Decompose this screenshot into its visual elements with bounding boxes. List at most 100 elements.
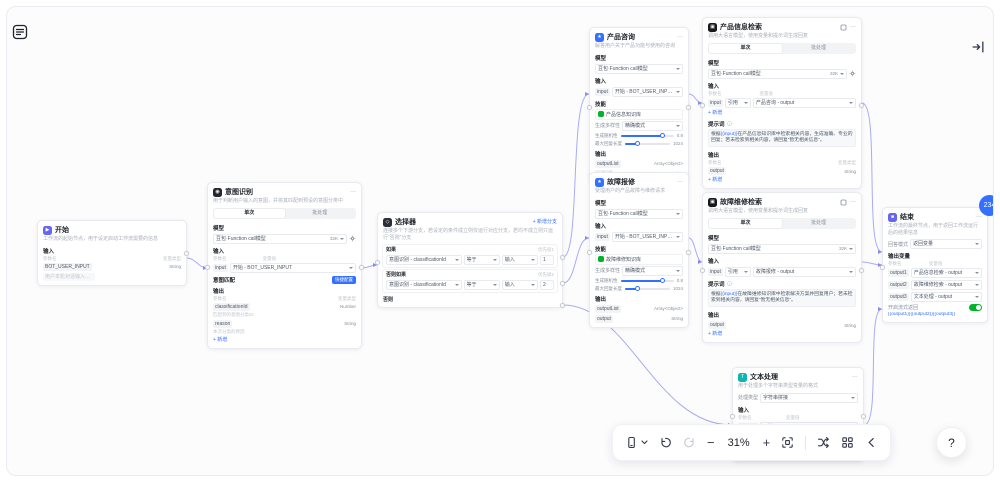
- condition-value-input[interactable]: 1: [540, 255, 554, 265]
- answer-mode-select[interactable]: 返回变量: [910, 239, 982, 249]
- output-port[interactable]: [859, 103, 864, 109]
- node-llm-repair[interactable]: ★ 故障报修 ··· 受理用户的产品故障与维修请求 模型 豆包·Function…: [587, 172, 691, 328]
- model-select[interactable]: 豆包·Function call模型 32K: [708, 243, 856, 254]
- knowledge-skill-item[interactable]: 故障维修知识库: [595, 253, 683, 265]
- model-select[interactable]: 豆包·Function call模型: [595, 208, 683, 219]
- expand-icon[interactable]: [840, 24, 847, 31]
- node-retrieve-repair[interactable]: ▣ 故障维修检索 ··· 调用大语言模型，使用变量和提示词生成回复 单次 批处理…: [700, 192, 864, 344]
- node-end[interactable]: ■ 结束 ··· 工作流的最终节点，用于返回工作流运行后的结果信息 回答模式 返…: [880, 207, 988, 323]
- max-length-slider[interactable]: [625, 286, 670, 291]
- value-select[interactable]: 开始 - BOT_USER_INPUT: [229, 262, 356, 273]
- tab-batch[interactable]: 批处理: [810, 44, 826, 51]
- zoom-in-button[interactable]: +: [763, 436, 771, 449]
- output-port[interactable]: [184, 251, 189, 257]
- input-port[interactable]: [587, 104, 592, 110]
- input-port[interactable]: [700, 103, 705, 109]
- input-port[interactable]: [587, 249, 592, 255]
- more-icon[interactable]: ···: [677, 179, 683, 185]
- value-select[interactable]: 文本处理 - output: [910, 292, 982, 302]
- diversity-select[interactable]: 精确模式: [622, 265, 683, 276]
- ref-mode-select[interactable]: 引用: [724, 97, 751, 108]
- node-selector[interactable]: ◇ 选择器 + 新增分支 连接多个下游分支，若设定的条件成立则仅运行对应分支，若…: [375, 212, 565, 308]
- prompt-box[interactable]: 根据{{input}}在故障维修知识库中检索解决方案并回复用户；若未检索到相关内…: [708, 288, 856, 308]
- add-branch-link[interactable]: + 新增分支: [532, 219, 557, 225]
- expand-icon[interactable]: [840, 199, 847, 206]
- input-port[interactable]: [375, 260, 380, 265]
- value-select[interactable]: 故障维修检索 - output: [910, 280, 982, 290]
- node-intent[interactable]: ◉ 意图识别 ··· 用于判断用户输入的意图，并将其匹配到预设的意图分类中 单次…: [205, 182, 364, 349]
- output-port[interactable]: [686, 249, 691, 255]
- input-port[interactable]: [700, 267, 705, 273]
- stream-toggle[interactable]: [969, 304, 982, 311]
- undo-button[interactable]: [659, 436, 672, 449]
- notification-badge[interactable]: 234: [979, 195, 993, 216]
- condition-variable-select[interactable]: 意图识别 - classificationId: [386, 280, 462, 290]
- condition-operator-select[interactable]: 等于: [463, 280, 500, 290]
- value-select[interactable]: 产品咨询 - output: [752, 97, 856, 108]
- add-input-link[interactable]: + 新增: [708, 109, 723, 116]
- add-output-link[interactable]: + 新增: [708, 177, 723, 184]
- end-node-icon: ■: [888, 212, 897, 222]
- ref-mode-select[interactable]: 引用: [724, 266, 751, 277]
- condition-variable-select[interactable]: 意图识别 - classificationId: [386, 255, 462, 265]
- max-length-slider[interactable]: [625, 141, 670, 146]
- diversity-select[interactable]: 精确模式: [622, 120, 683, 131]
- tab-single[interactable]: 单次: [709, 43, 782, 53]
- auto-layout-button[interactable]: [817, 436, 830, 449]
- value-select[interactable]: 开始 - BOT_USER_INPUT: [611, 86, 683, 97]
- else-port[interactable]: [560, 303, 565, 308]
- node-llm-product[interactable]: ★ 产品咨询 ··· 解答用户关于产品功能与使用的咨询 模型 豆包·Functi…: [587, 27, 691, 183]
- output-port[interactable]: [859, 267, 864, 273]
- fit-view-button[interactable]: [781, 436, 794, 449]
- output-port[interactable]: [861, 414, 866, 420]
- model-select[interactable]: 豆包·Function call模型 32K: [213, 233, 347, 244]
- node-retrieve-product[interactable]: ▣ 产品信息检索 ··· 调用大语言模型，使用变量和提示词生成回复 单次 批处理…: [700, 17, 864, 190]
- quick-config-button[interactable]: 快捷配置: [332, 275, 356, 284]
- condition-mode-select[interactable]: 输入: [501, 255, 538, 265]
- condition-mode-select[interactable]: 输入: [501, 280, 538, 290]
- gear-icon[interactable]: [349, 235, 356, 242]
- value-select[interactable]: 故障报修 - output: [752, 266, 856, 277]
- input-port[interactable]: [880, 265, 885, 270]
- more-icon[interactable]: ···: [350, 189, 356, 195]
- add-output-link[interactable]: + 新增: [708, 331, 723, 338]
- notes-button[interactable]: [10, 22, 30, 42]
- branch1-port[interactable]: [560, 255, 565, 260]
- condition-value-input[interactable]: 2: [540, 280, 554, 290]
- value-select[interactable]: 开始 - BOT_USER_INPUT: [611, 231, 683, 242]
- knowledge-skill-item[interactable]: 产品信息知识库: [595, 108, 683, 120]
- zoom-out-button[interactable]: −: [707, 436, 715, 449]
- gear-icon[interactable]: [849, 70, 856, 77]
- collapse-toolbar-button[interactable]: [865, 436, 878, 449]
- process-type-select[interactable]: 字符串拼接: [760, 392, 858, 403]
- model-select[interactable]: 豆包·Function call模型: [595, 63, 683, 74]
- minimap-button[interactable]: [841, 436, 854, 449]
- more-icon[interactable]: ···: [677, 34, 683, 40]
- help-button[interactable]: ?: [936, 427, 967, 458]
- model-select[interactable]: 豆包·Function call模型 32K: [708, 68, 847, 79]
- tab-batch[interactable]: 批处理: [312, 209, 328, 216]
- value-select[interactable]: 产品信息检索 - output: [910, 268, 982, 278]
- branch2-port[interactable]: [560, 281, 565, 286]
- temperature-slider[interactable]: [620, 133, 674, 138]
- more-icon[interactable]: ···: [852, 374, 858, 380]
- workflow-canvas[interactable]: ▶ 开始 工作流的起始节点，用于设定启动工作流需要的信息 输入 参数名变量类型 …: [6, 6, 994, 476]
- more-icon[interactable]: ···: [850, 199, 856, 205]
- more-icon[interactable]: ···: [976, 214, 982, 220]
- tab-single[interactable]: 单次: [709, 218, 782, 228]
- redo-button[interactable]: [683, 436, 696, 449]
- device-preview-button[interactable]: [625, 436, 648, 449]
- temperature-slider[interactable]: [620, 278, 674, 283]
- add-output-link[interactable]: + 新增: [213, 336, 228, 343]
- prompt-box[interactable]: 根据{{input}}在产品信息知识库中检索相关内容，生成准确、专业的回复；若未…: [708, 128, 856, 148]
- collapse-panel-button[interactable]: [969, 38, 987, 56]
- input-port[interactable]: [205, 265, 210, 271]
- tab-single[interactable]: 单次: [214, 208, 285, 218]
- input-port[interactable]: [730, 414, 735, 420]
- condition-operator-select[interactable]: 等于: [463, 255, 500, 265]
- node-start[interactable]: ▶ 开始 工作流的起始节点，用于设定启动工作流需要的信息 输入 参数名变量类型 …: [37, 220, 189, 286]
- output-port[interactable]: [686, 104, 691, 110]
- tab-batch[interactable]: 批处理: [810, 219, 826, 226]
- more-icon[interactable]: ···: [850, 24, 856, 30]
- output-port[interactable]: [359, 265, 364, 271]
